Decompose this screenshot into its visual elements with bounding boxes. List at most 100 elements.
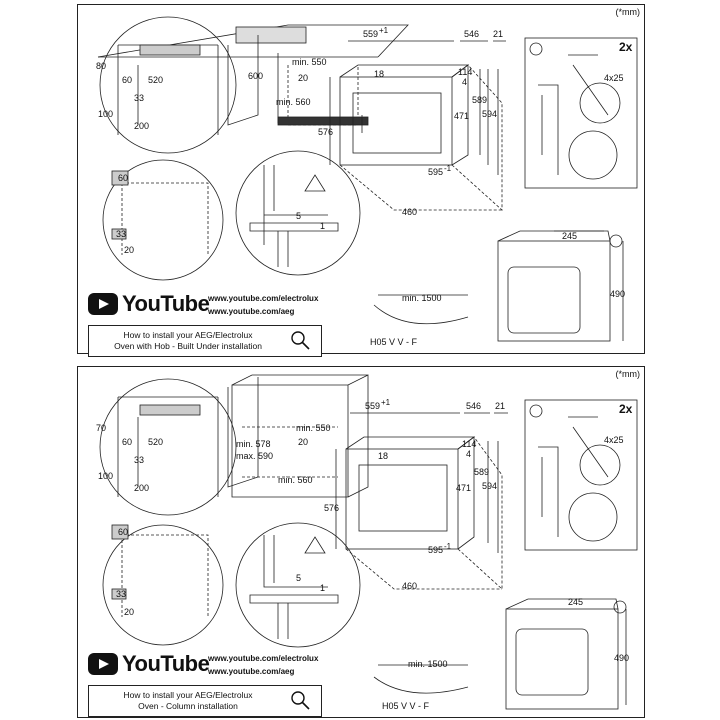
dim-589: 589 bbox=[472, 95, 487, 105]
dim-490: 490 bbox=[614, 653, 629, 663]
video-caption-box: How to install your AEG/Electrolux Oven … bbox=[88, 685, 322, 717]
unit-note: (*mm) bbox=[615, 7, 641, 17]
unit-note: (*mm) bbox=[615, 369, 641, 379]
cabinet-detail-circle bbox=[99, 16, 237, 154]
youtube-play-icon bbox=[88, 293, 118, 315]
dim-594: 594 bbox=[482, 481, 497, 491]
warning-icon bbox=[304, 174, 326, 192]
dim-589: 589 bbox=[474, 467, 489, 477]
dim-600: 600 bbox=[248, 71, 263, 81]
power-cable bbox=[373, 676, 469, 694]
dim-546: 546 bbox=[466, 401, 481, 411]
dim-595: 595 bbox=[428, 545, 443, 555]
dim-490: 490 bbox=[610, 289, 625, 299]
dim-595: 595 bbox=[428, 167, 443, 177]
dim-70: 70 bbox=[96, 423, 106, 433]
youtube-url-aeg[interactable]: www.youtube.com/aeg bbox=[208, 667, 295, 676]
cable-type: H05 V V - F bbox=[382, 701, 430, 711]
dim-min-578: min. 578 bbox=[236, 439, 271, 449]
fixing-detail-box bbox=[524, 37, 638, 189]
dim-460: 460 bbox=[402, 207, 417, 217]
video-caption-line2: Oven - Column installation bbox=[138, 701, 238, 711]
dim-595-tolerance: -1 bbox=[444, 164, 452, 173]
dim-5: 5 bbox=[296, 573, 301, 583]
youtube-urls: www.youtube.com/electrolux www.youtube.c… bbox=[208, 292, 318, 318]
dim-min-550: min. 550 bbox=[292, 57, 327, 67]
warning-icon bbox=[304, 536, 326, 554]
cable-length: min. 1500 bbox=[402, 293, 442, 303]
dim-576: 576 bbox=[324, 503, 339, 513]
quantity-2x: 2x bbox=[619, 402, 633, 416]
dim-520: 520 bbox=[148, 75, 163, 85]
dim-1: 1 bbox=[320, 221, 325, 231]
dim-33-detail: 33 bbox=[116, 229, 126, 239]
dim-559: 559 bbox=[365, 401, 380, 411]
dim-595-tolerance: -1 bbox=[444, 542, 452, 551]
dim-20: 20 bbox=[298, 73, 308, 83]
video-caption-line1: How to install your AEG/Electrolux bbox=[123, 330, 253, 340]
dim-60-detail: 60 bbox=[118, 527, 128, 537]
dim-100: 100 bbox=[98, 471, 113, 481]
power-cable bbox=[373, 304, 469, 325]
dim-114: 114 bbox=[462, 439, 476, 449]
dim-5: 5 bbox=[296, 211, 301, 221]
front-view-box bbox=[505, 608, 619, 710]
info-icon bbox=[529, 404, 543, 418]
dim-33: 33 bbox=[134, 455, 144, 465]
screw-size: 4x25 bbox=[604, 435, 624, 445]
dim-471: 471 bbox=[456, 483, 471, 493]
installation-panel-column: (*mm) bbox=[77, 366, 645, 718]
fixing-detail-box bbox=[524, 399, 638, 551]
video-caption: How to install your AEG/Electrolux Oven … bbox=[93, 330, 283, 352]
niche-detail-circle bbox=[102, 159, 224, 281]
dim-200: 200 bbox=[134, 121, 149, 131]
cutout-detail-circle bbox=[235, 522, 361, 648]
dim-576: 576 bbox=[318, 127, 333, 137]
cutout-detail-circle bbox=[235, 150, 361, 276]
dim-min-560: min. 560 bbox=[276, 97, 311, 107]
dim-21: 21 bbox=[493, 29, 503, 39]
dim-100: 100 bbox=[98, 109, 113, 119]
dim-80: 80 bbox=[96, 61, 106, 71]
dim-20-detail: 20 bbox=[124, 245, 134, 255]
video-caption: How to install your AEG/Electrolux Oven … bbox=[93, 690, 283, 712]
installation-diagram-column: 70 60 520 33 100 200 min. 578 max. 590 m… bbox=[96, 374, 638, 710]
dim-114: 114 bbox=[458, 67, 472, 77]
screw-icon bbox=[609, 234, 623, 248]
dim-21: 21 bbox=[495, 401, 505, 411]
installation-diagram-built-under: 80 60 520 33 100 200 600 min. 550 20 min… bbox=[96, 16, 638, 342]
youtube-logo: YouTube bbox=[122, 291, 210, 316]
video-caption-line1: How to install your AEG/Electrolux bbox=[123, 690, 253, 700]
dim-33-detail: 33 bbox=[116, 589, 126, 599]
youtube-url-electrolux[interactable]: www.youtube.com/electrolux bbox=[208, 294, 319, 303]
quantity-2x: 2x bbox=[619, 40, 633, 54]
info-icon bbox=[529, 42, 543, 56]
niche-detail-circle bbox=[102, 524, 224, 646]
dim-18: 18 bbox=[374, 69, 384, 79]
youtube-url-aeg[interactable]: www.youtube.com/aeg bbox=[208, 307, 295, 316]
dim-520: 520 bbox=[148, 437, 163, 447]
video-caption-line2: Oven with Hob - Built Under installation bbox=[114, 341, 262, 351]
dim-245: 245 bbox=[562, 231, 577, 241]
dim-4: 4 bbox=[466, 449, 471, 459]
dim-60: 60 bbox=[122, 75, 132, 85]
dim-559: 559 bbox=[363, 29, 378, 39]
dim-559-tolerance: +1 bbox=[381, 398, 391, 407]
youtube-url-electrolux[interactable]: www.youtube.com/electrolux bbox=[208, 654, 319, 663]
dim-594: 594 bbox=[482, 109, 497, 119]
cabinet-detail-circle bbox=[99, 378, 237, 516]
dim-460: 460 bbox=[402, 581, 417, 591]
dim-20-detail: 20 bbox=[124, 607, 134, 617]
dim-20: 20 bbox=[298, 437, 308, 447]
dim-546: 546 bbox=[464, 29, 479, 39]
youtube-play-icon bbox=[88, 653, 118, 675]
dim-1: 1 bbox=[320, 583, 325, 593]
dim-33: 33 bbox=[134, 93, 144, 103]
dim-min-560: min. 560 bbox=[278, 475, 313, 485]
video-caption-box: How to install your AEG/Electrolux Oven … bbox=[88, 325, 322, 357]
dim-245: 245 bbox=[568, 597, 583, 607]
youtube-urls: www.youtube.com/electrolux www.youtube.c… bbox=[208, 652, 318, 678]
dim-min-550: min. 550 bbox=[296, 423, 331, 433]
cable-length: min. 1500 bbox=[408, 659, 448, 669]
screw-size: 4x25 bbox=[604, 73, 624, 83]
